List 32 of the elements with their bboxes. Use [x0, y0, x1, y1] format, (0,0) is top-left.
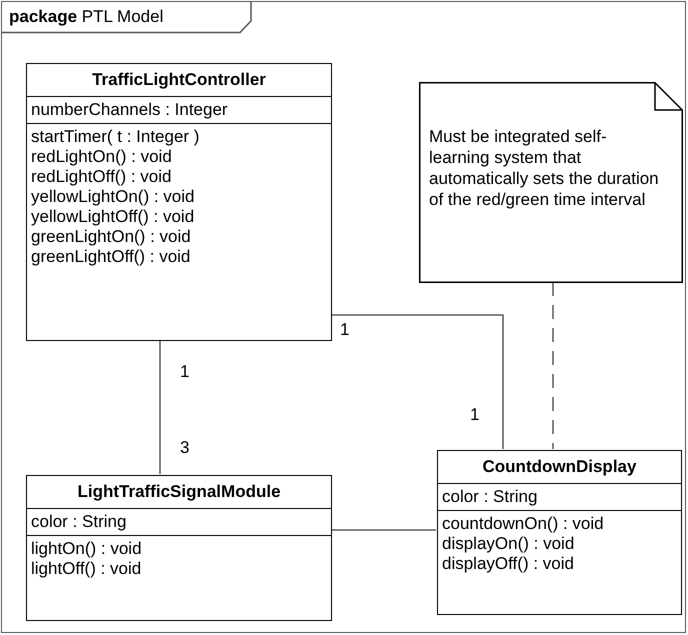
operation: redLightOn() : void [31, 147, 173, 167]
association-line [331, 529, 436, 531]
multiplicity-label: 3 [180, 438, 190, 458]
attribute: color : String [442, 487, 538, 507]
note-text: Must be integrated self-learning system that automatically sets the duration of the red/green time interval [429, 126, 660, 210]
class-box [26, 475, 332, 621]
attribute: numberChannels : Integer [31, 100, 229, 120]
multiplicity-label: 1 [470, 405, 480, 425]
operation: redLightOff() : void [31, 167, 172, 187]
operation: displayOn() : void [442, 534, 576, 554]
operation: lightOff() : void [31, 559, 142, 579]
operation: greenLightOff() : void [31, 247, 192, 267]
class-box [437, 450, 682, 615]
operation: lightOn() : void [31, 539, 143, 559]
association-line [159, 340, 161, 474]
operation: displayOff() : void [442, 554, 575, 574]
association-line [331, 314, 504, 449]
multiplicity-label: 1 [340, 320, 350, 340]
operation: yellowLightOff() : void [31, 207, 196, 227]
note [419, 82, 683, 283]
class-name: TrafficLightController [92, 70, 266, 89]
class-name: LightTrafficSignalModule [77, 482, 281, 501]
multiplicity-label: 1 [180, 362, 190, 382]
operation: startTimer( t : Integer ) [31, 127, 200, 147]
class-box [26, 63, 332, 341]
class-name: CountdownDisplay [482, 457, 636, 476]
operation: yellowLightOn() : void [31, 187, 196, 207]
operation: greenLightOn() : void [31, 227, 192, 247]
dashed-connector [552, 282, 554, 449]
attribute: color : String [31, 512, 128, 532]
operation: countdownOn() : void [442, 514, 605, 534]
package-name: package PTL Model [9, 7, 164, 27]
